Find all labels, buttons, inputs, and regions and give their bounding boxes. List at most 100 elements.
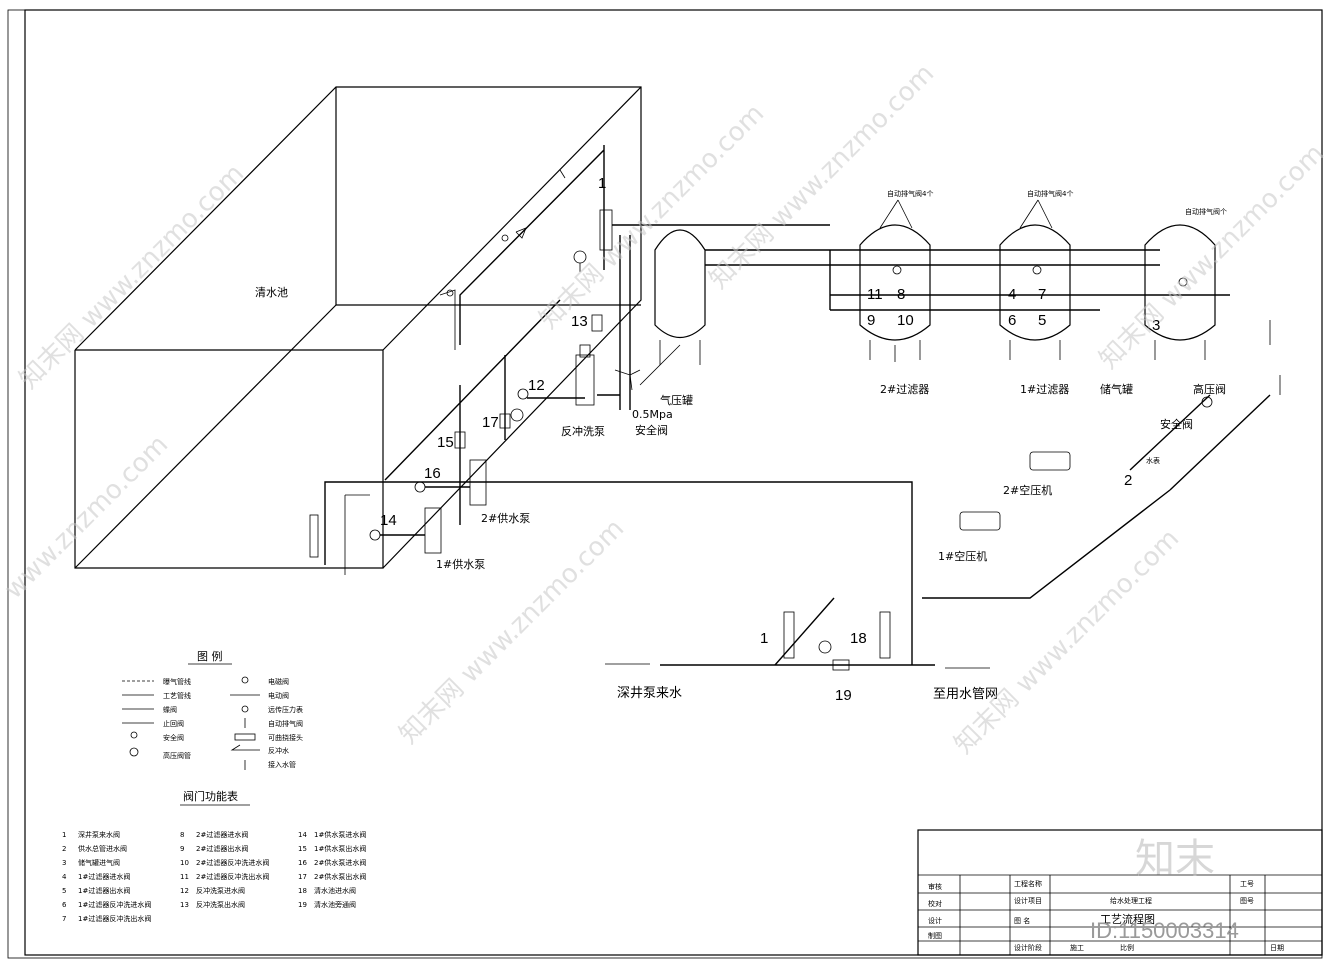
to-network: 至用水管网 bbox=[933, 687, 998, 702]
svg-text:2#过滤器反冲洗进水阀: 2#过滤器反冲洗进水阀 bbox=[196, 858, 269, 867]
svg-text:6: 6 bbox=[62, 901, 67, 909]
title-block: 审核 校对 设计 制图 工程名称 给水处理工程 设计项目 图 名 工艺流程图 设… bbox=[917, 829, 1323, 956]
supply-pump-1-label: 1#供水泵 bbox=[436, 557, 485, 571]
auto-vent-label-1: 自动排气阀4个 bbox=[887, 189, 933, 198]
svg-text:11: 11 bbox=[867, 286, 883, 303]
water-meter-label: 水表 bbox=[1146, 456, 1160, 465]
svg-text:5: 5 bbox=[1038, 312, 1046, 329]
deep-well-inlet: 深井泵来水 bbox=[617, 686, 682, 701]
legend-left-4: 安全阀 bbox=[163, 733, 184, 742]
svg-text:2#供水泵进水阀: 2#供水泵进水阀 bbox=[314, 858, 366, 867]
auto-vent-label-3: 自动排气阀个 bbox=[1185, 207, 1227, 216]
svg-text:8: 8 bbox=[897, 286, 905, 303]
svg-text:1#过滤器反冲洗进水阀: 1#过滤器反冲洗进水阀 bbox=[78, 900, 151, 909]
svg-text:储气罐进气阀: 储气罐进气阀 bbox=[78, 858, 120, 867]
svg-text:6: 6 bbox=[1008, 312, 1016, 329]
svg-text:3: 3 bbox=[62, 859, 66, 867]
legend-left-2: 蝶阀 bbox=[163, 705, 177, 714]
svg-text:2: 2 bbox=[62, 845, 66, 853]
svg-text:2#过滤器进水阀: 2#过滤器进水阀 bbox=[196, 830, 248, 839]
legend-right-1: 电动阀 bbox=[268, 691, 289, 700]
svg-text:5: 5 bbox=[62, 887, 66, 895]
svg-text:1#过滤器进水阀: 1#过滤器进水阀 bbox=[78, 872, 130, 881]
legend-left-3: 止回阀 bbox=[163, 719, 184, 728]
tb-left-0: 审核 bbox=[928, 882, 942, 891]
svg-text:清水池旁通阀: 清水池旁通阀 bbox=[314, 900, 356, 909]
tb-r2: 设计项目 bbox=[1014, 896, 1042, 905]
svg-text:反冲洗泵出水阀: 反冲洗泵出水阀 bbox=[196, 900, 245, 909]
watermark-3: 知末网 www.znzmo.com bbox=[1094, 139, 1330, 375]
tb-r1: 工程名称 bbox=[1014, 879, 1042, 888]
safety-valve-label: 安全阀 bbox=[635, 423, 668, 437]
label-14: 14 bbox=[380, 512, 397, 529]
label-19: 19 bbox=[835, 687, 852, 704]
label-12: 12 bbox=[528, 377, 545, 394]
watermark-2: 知末网 www.znzmo.com bbox=[534, 99, 770, 335]
pressure-tank-label: 气压罐 bbox=[660, 393, 693, 407]
svg-text:8: 8 bbox=[180, 831, 184, 839]
svg-text:9: 9 bbox=[180, 845, 184, 853]
filter-1: 自动排气阀4个 4 7 6 5 1#过滤器 bbox=[999, 189, 1073, 396]
svg-text:3: 3 bbox=[1152, 317, 1160, 334]
inner-border bbox=[24, 9, 1323, 956]
label-18: 18 bbox=[850, 630, 867, 647]
legend-left-0: 曝气管线 bbox=[163, 677, 191, 686]
svg-text:16: 16 bbox=[298, 859, 307, 867]
tb-left-2: 设计 bbox=[928, 916, 942, 925]
compressors: 安全阀 水表 2 2#空压机 1#空压机 bbox=[922, 394, 1271, 599]
svg-text:13: 13 bbox=[180, 901, 189, 909]
high-pressure-label: 高压阀 bbox=[1193, 382, 1226, 396]
legend-right-3: 自动排气阀 bbox=[268, 719, 303, 728]
svg-text:1#过滤器反冲洗出水阀: 1#过滤器反冲洗出水阀 bbox=[78, 914, 151, 923]
label-15: 15 bbox=[437, 434, 454, 451]
label-13: 13 bbox=[571, 313, 588, 330]
safety-valve-spec: 0.5Mpa bbox=[632, 408, 673, 421]
filter-2-label: 2#过滤器 bbox=[880, 383, 929, 396]
tb-r1v: 给水处理工程 bbox=[1110, 896, 1152, 905]
svg-text:4: 4 bbox=[1008, 286, 1016, 303]
svg-text:11: 11 bbox=[180, 873, 189, 881]
tb-r3v: 工艺流程图 bbox=[1100, 912, 1155, 926]
legend-right-5: 反冲水 bbox=[268, 746, 289, 755]
tb-r4: 设计阶段 bbox=[1014, 943, 1042, 952]
supply-pumps: 15 17 2#供水泵 16 1#供水泵 14 bbox=[309, 299, 561, 575]
svg-text:1#供水泵进水阀: 1#供水泵进水阀 bbox=[314, 830, 366, 839]
svg-text:10: 10 bbox=[897, 312, 914, 329]
tb-r4v: 施工 bbox=[1070, 943, 1084, 952]
storage-tank-label: 储气罐 bbox=[1100, 382, 1133, 396]
watermark-7: www.znzmo.com bbox=[0, 430, 174, 605]
legend-right-0: 电磁阀 bbox=[268, 677, 289, 686]
tb-id: ID:1150003314 bbox=[1090, 918, 1239, 943]
tb-right-1: 图号 bbox=[1240, 897, 1254, 905]
svg-text:2: 2 bbox=[1124, 472, 1132, 489]
pressure-tank: 气压罐 0.5Mpa 安全阀 bbox=[614, 229, 706, 437]
legend-right-4: 可曲挠接头 bbox=[268, 733, 303, 742]
legend-right-2: 远传压力表 bbox=[268, 705, 303, 714]
backwash-pump-label: 反冲洗泵 bbox=[561, 424, 605, 438]
label-1: 1 bbox=[760, 630, 768, 647]
watermark-6: 知末网 www.znzmo.com bbox=[704, 59, 940, 295]
svg-text:供水总管进水阀: 供水总管进水阀 bbox=[78, 844, 127, 853]
svg-text:19: 19 bbox=[298, 901, 307, 909]
valve-table-title: 阀门功能表 bbox=[183, 789, 238, 803]
svg-text:1#过滤器出水阀: 1#过滤器出水阀 bbox=[78, 886, 130, 895]
tank-label: 清水池 bbox=[255, 286, 288, 299]
supply-pump-2-label: 2#供水泵 bbox=[481, 511, 530, 525]
watermark-4: 知末网 www.znzmo.com bbox=[394, 514, 630, 750]
legend-left-1: 工艺管线 bbox=[163, 691, 191, 700]
svg-text:深井泵来水阀: 深井泵来水阀 bbox=[78, 830, 120, 839]
svg-text:2#过滤器反冲洗出水阀: 2#过滤器反冲洗出水阀 bbox=[196, 872, 269, 881]
safety-valve-2-label: 安全阀 bbox=[1160, 417, 1193, 431]
compressor-2-label: 2#空压机 bbox=[1003, 483, 1052, 497]
svg-text:7: 7 bbox=[62, 915, 66, 923]
filter-1-label: 1#过滤器 bbox=[1020, 383, 1069, 396]
svg-text:17: 17 bbox=[298, 873, 307, 881]
tb-right-2: 日期 bbox=[1270, 944, 1284, 952]
legend-title: 图 例 bbox=[197, 649, 223, 663]
svg-text:4: 4 bbox=[62, 873, 67, 881]
svg-text:9: 9 bbox=[867, 312, 875, 329]
